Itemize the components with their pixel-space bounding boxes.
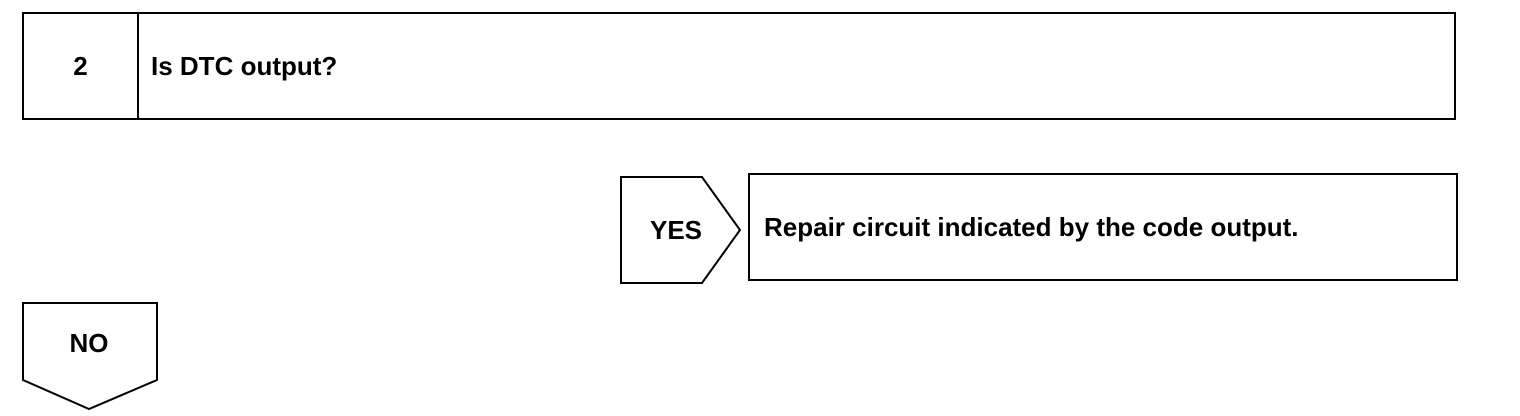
yes-label: YES — [649, 214, 703, 245]
no-label: NO — [69, 327, 109, 358]
no-arrow-shape — [22, 302, 158, 411]
step-question: Is DTC output? — [151, 50, 338, 81]
step-box: 2 Is DTC output? — [22, 12, 1456, 120]
step-number: 2 — [24, 14, 139, 118]
yes-result-box: Repair circuit indicated by the code out… — [748, 173, 1458, 281]
yes-arrow-shape — [620, 176, 742, 284]
